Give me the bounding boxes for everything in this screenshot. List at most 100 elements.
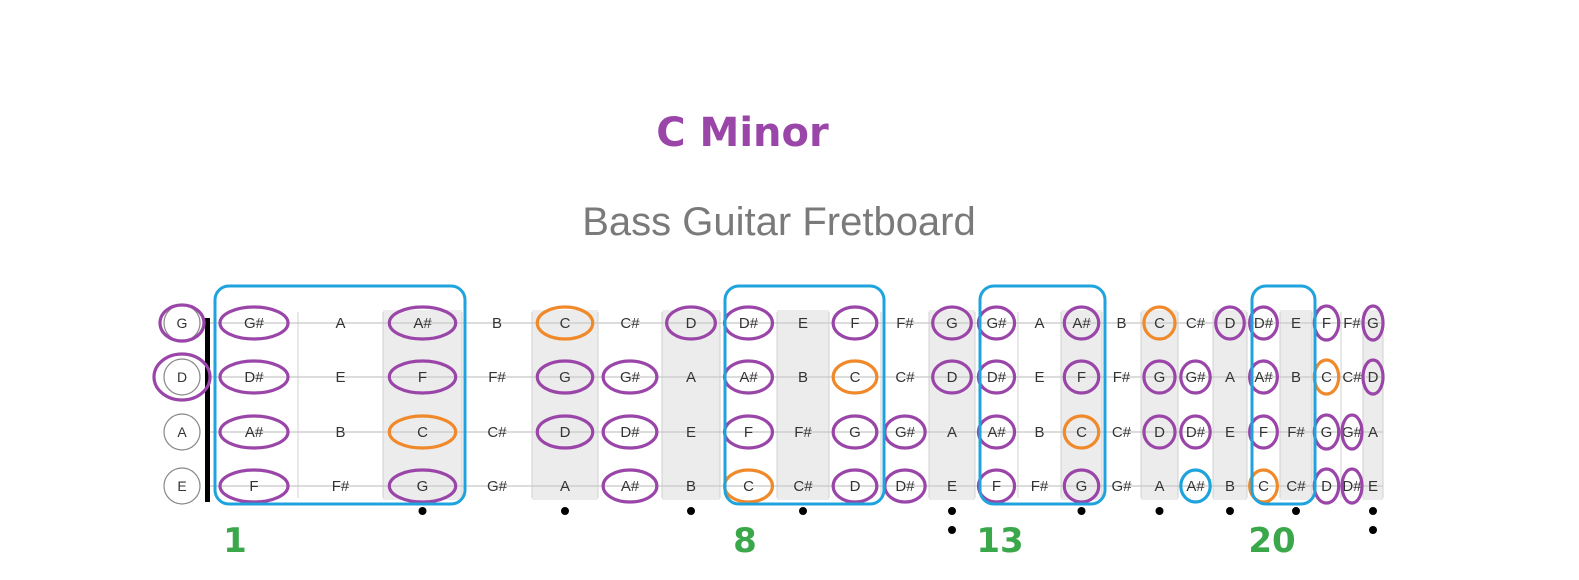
note-label: A	[1225, 369, 1235, 386]
note-label: F	[744, 424, 753, 441]
fret-shade	[1363, 310, 1383, 500]
position-box	[1250, 284, 1317, 506]
fret-shade	[383, 310, 462, 500]
note-label: F	[1259, 424, 1268, 441]
fret-shade	[662, 310, 720, 500]
fret-shade	[1213, 310, 1247, 500]
scale-note-mark	[1248, 414, 1279, 450]
scale-note-mark	[1361, 358, 1385, 396]
note-label: G	[1076, 478, 1088, 495]
scale-note-mark	[1062, 305, 1101, 341]
scale-note-mark	[931, 305, 973, 341]
note-label: D	[850, 478, 861, 495]
note-label: F#	[1343, 315, 1361, 332]
scale-note-mark	[1179, 359, 1212, 395]
fret-marker-dot	[1155, 507, 1164, 515]
note-label: G	[417, 478, 429, 495]
scale-note-mark	[535, 359, 595, 395]
note-label: G#	[895, 424, 916, 441]
note-label: C#	[895, 369, 915, 386]
scale-note-mark	[976, 414, 1017, 450]
note-label: B	[1291, 369, 1301, 386]
scale-note-mark	[1214, 305, 1246, 341]
scale-note-mark	[218, 305, 290, 341]
scale-note-mark	[387, 305, 458, 341]
note-label: F#	[1287, 424, 1305, 441]
open-string-circle	[163, 467, 201, 505]
note-label: G#	[244, 315, 265, 332]
note-label: C	[1321, 369, 1332, 386]
scale-note-mark	[976, 468, 1017, 504]
note-label: G#	[620, 369, 641, 386]
scale-note-mark	[601, 359, 659, 395]
note-label: D#	[1186, 424, 1206, 441]
open-string-circle	[163, 413, 201, 451]
fret-shade	[532, 310, 598, 500]
note-label: F	[850, 315, 859, 332]
scale-note-mark	[1248, 359, 1279, 395]
note-label: G#	[1111, 478, 1132, 495]
scale-note-mark	[831, 468, 879, 504]
note-label: D#	[987, 369, 1007, 386]
note-label: D	[560, 424, 571, 441]
note-label: E	[686, 424, 696, 441]
note-label: A	[686, 369, 696, 386]
note-label: F	[992, 478, 1001, 495]
chart-title: C Minor	[656, 110, 829, 156]
fret-marker-dot	[561, 507, 569, 515]
note-label: D#	[1342, 478, 1362, 495]
note-label: C	[1154, 315, 1165, 332]
note-label: B	[335, 424, 345, 441]
note-label: F	[249, 478, 258, 495]
scale-note-mark	[218, 468, 290, 504]
note-label: B	[1116, 315, 1126, 332]
position-box	[213, 284, 467, 506]
scale-note-mark	[1142, 414, 1177, 450]
fret-marker-dot	[418, 507, 427, 515]
fret-number-label: 8	[733, 521, 757, 561]
scale-note-mark	[976, 359, 1017, 395]
note-label: F	[1322, 315, 1331, 332]
fret-marker-double-dot	[948, 507, 956, 515]
root-note-mark	[1142, 305, 1177, 341]
note-label: A	[560, 478, 570, 495]
scale-note-mark	[1361, 304, 1385, 342]
position-box	[978, 284, 1107, 506]
note-label: A#	[1186, 478, 1205, 495]
note-label: C#	[620, 315, 640, 332]
note-label: D#	[1254, 315, 1274, 332]
fret-number-label: 1	[223, 521, 247, 561]
scale-note-mark	[1179, 468, 1212, 504]
note-label: E	[1368, 478, 1378, 495]
note-label: E	[1225, 424, 1235, 441]
scale-note-mark	[535, 414, 595, 450]
fret-shade	[929, 310, 975, 500]
note-label: D	[1321, 478, 1332, 495]
note-label: G#	[986, 315, 1007, 332]
fret-marker-dot	[687, 507, 695, 515]
note-label: B	[492, 315, 502, 332]
notes-layer: G# A A# B C C# D D# E F F# G G# A A# B C C# D D# E F F# G D# E F F#…	[218, 304, 1385, 505]
note-label: B	[686, 478, 696, 495]
fret-shade	[1280, 310, 1312, 500]
note-label: B	[798, 369, 808, 386]
fret-marker-dot	[799, 507, 807, 515]
note-label: E	[1291, 315, 1301, 332]
root-note-mark	[1248, 468, 1279, 504]
fretboard-subtitle: Bass Guitar Fretboard	[582, 200, 976, 244]
fret-marker-double-dot	[1369, 507, 1377, 515]
note-label: A	[947, 424, 957, 441]
note-label: A#	[1254, 369, 1273, 386]
fret-number-label: 13	[976, 521, 1023, 561]
scale-note-mark	[1340, 413, 1364, 451]
note-label: E	[335, 369, 345, 386]
scale-note-mark	[1248, 305, 1279, 341]
note-label: F#	[794, 424, 812, 441]
note-label: C#	[793, 478, 813, 495]
open-string-scale-mark	[152, 352, 212, 402]
note-label: G	[946, 315, 958, 332]
note-label: C#	[487, 424, 507, 441]
note-label: A#	[413, 315, 432, 332]
position-boxes-layer	[213, 284, 1317, 506]
